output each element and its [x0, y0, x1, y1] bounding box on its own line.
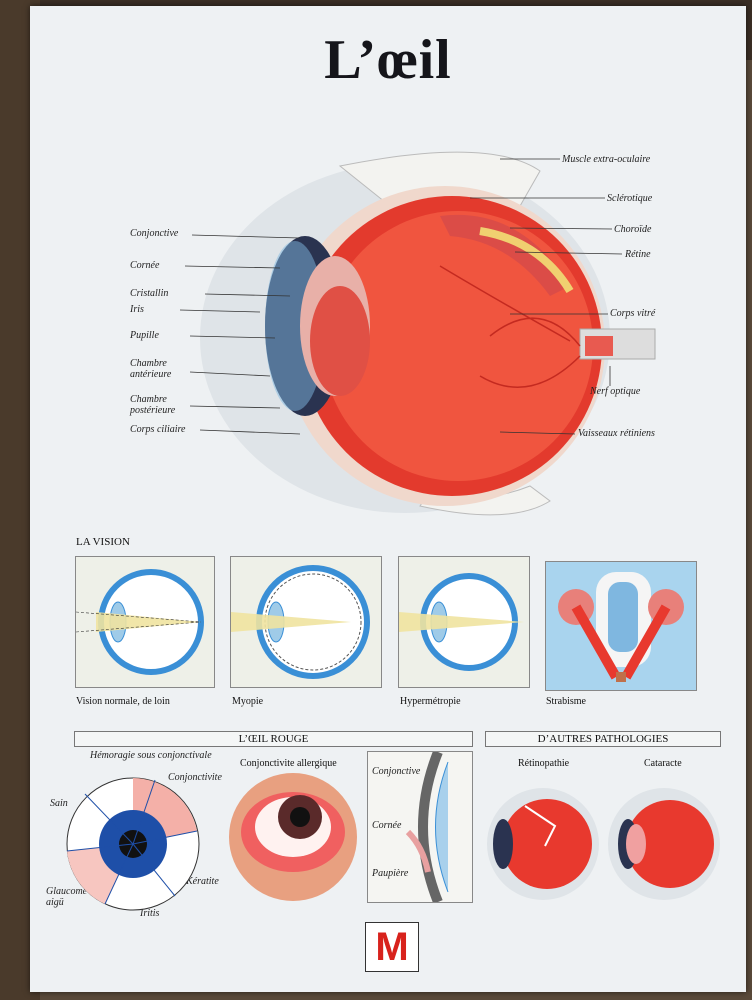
poster-board: L’œil Conjonctive Cornée Cristallin Iris… [30, 6, 746, 992]
caption-retinopathie: Rétinopathie [518, 758, 570, 769]
eye-cross-section [200, 151, 656, 516]
label-muscle-extra-oculaire: Muscle extra-oculaire [562, 154, 651, 165]
strabismus-diagram [558, 572, 684, 682]
label-corps-ciliaire: Corps ciliaire [130, 424, 186, 435]
red-eye-wheel [66, 777, 200, 911]
label-glaucome: Glaucome aigü [46, 886, 88, 908]
hyperopia-diagram [399, 573, 524, 671]
caption-conjonctivite-allergique: Conjonctivite allergique [240, 758, 337, 769]
caption-hypermetropie: Hypermétropie [400, 696, 461, 707]
vision-header: LA VISION [76, 536, 130, 548]
label-cornee-section: Cornée [372, 820, 402, 831]
label-pupille: Pupille [130, 330, 159, 341]
label-conjonctive: Conjonctive [130, 228, 179, 239]
label-choroide: Choroïde [614, 224, 652, 235]
eyelid-section-panel [367, 751, 473, 903]
caption-strabisme: Strabisme [546, 696, 586, 707]
label-hemoragie: Hémoragie sous conjonctivale [90, 750, 212, 761]
label-cristallin: Cristallin [130, 288, 169, 299]
label-chambre-anterieure: Chambre antérieure [130, 358, 172, 380]
eyelid-section-diagram [405, 752, 449, 902]
label-nerf-optique: Nerf optique [590, 386, 641, 397]
label-sclerotique: Sclérotique [607, 193, 653, 204]
left-leader-lines [180, 234, 301, 435]
vision-panel-normal [75, 556, 215, 688]
vision-panel-hypermetropie [398, 556, 530, 688]
allergic-eye-illustration [229, 773, 357, 901]
label-conjonctivite: Conjonctivite [168, 772, 222, 783]
label-iris: Iris [130, 304, 144, 315]
oeil-rouge-header: L’ŒIL ROUGE [74, 731, 473, 747]
normal-vision-diagram [76, 569, 204, 675]
logo-letter: M [375, 925, 409, 969]
label-corps-vitre: Corps vitré [610, 308, 656, 319]
myopia-diagram [231, 565, 370, 679]
vision-panel-myopie [230, 556, 382, 688]
caption-myopie: Myopie [232, 696, 264, 707]
right-leader-lines [470, 158, 623, 435]
label-cornee: Cornée [130, 260, 160, 271]
caption-vision-normale: Vision normale, de loin [76, 696, 170, 707]
vision-panel-strabisme [545, 561, 697, 691]
autres-pathologies-header: D’AUTRES PATHOLOGIES [485, 731, 721, 747]
label-vaisseaux-retiniens: Vaisseaux rétiniens [578, 428, 655, 439]
label-conjonctive-section: Conjonctive [372, 766, 421, 777]
publisher-logo: M [365, 922, 419, 972]
caption-cataracte: Cataracte [644, 758, 682, 769]
label-paupiere-section: Paupière [372, 868, 409, 879]
poster-title: L’œil [324, 29, 452, 91]
label-retine: Rétine [625, 249, 651, 260]
label-iritis: Iritis [140, 908, 160, 919]
label-sain: Sain [50, 798, 68, 809]
cataract-illustration [608, 788, 720, 900]
label-keratite: Kératite [186, 876, 219, 887]
retinopathy-illustration [487, 788, 599, 900]
label-chambre-posterieure: Chambre postérieure [130, 394, 176, 416]
